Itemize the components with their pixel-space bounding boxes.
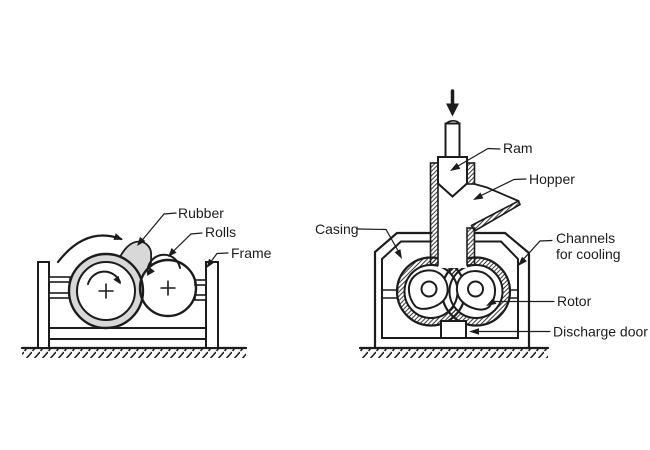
bearing-bar — [48, 292, 71, 299]
casing-outer-wall — [373, 231, 531, 350]
bearing-bar — [194, 294, 207, 301]
label-rubber: Rubber — [178, 205, 224, 221]
two-roll-mill: Rubber Rolls Frame — [20, 205, 272, 358]
arrowhead-ram — [450, 162, 461, 171]
chamber-inner-line-right — [448, 264, 504, 319]
label-channels-line2: for cooling — [556, 246, 621, 262]
leader-ram — [451, 147, 501, 171]
roll-left-core — [76, 261, 136, 321]
arrowhead-rubber — [137, 236, 146, 246]
rolls — [67, 252, 198, 330]
chute-wall-right-upper — [466, 162, 476, 185]
ram-rod — [444, 122, 461, 158]
arrowhead-frame — [206, 258, 215, 268]
arrowhead-rolls — [168, 248, 177, 257]
label-hopper: Hopper — [529, 171, 575, 187]
frame-left-post — [37, 261, 50, 349]
rotation-arrowhead-left-roll — [113, 275, 121, 285]
ram-head — [437, 156, 468, 198]
rotors — [407, 269, 497, 311]
internal-mixer: Ram Hopper Casing Channels for cooling R… — [315, 89, 648, 358]
label-casing: Casing — [315, 221, 359, 237]
mixer-callouts: Ram Hopper Casing Channels for cooling R… — [315, 140, 648, 340]
leader-hopper — [474, 178, 527, 200]
frame-base-bar — [48, 327, 207, 340]
rotor-right-shaft — [467, 280, 484, 298]
ram-rod-top — [444, 120, 461, 126]
mill-ground — [20, 346, 248, 358]
label-rotor: Rotor — [557, 293, 592, 309]
label-discharge-door: Discharge door — [553, 324, 648, 340]
press-arrow-head — [446, 103, 459, 117]
chute-wall-left — [429, 162, 439, 266]
mill-callouts: Rubber Rolls Frame — [137, 205, 272, 268]
rubber-bank-outline — [119, 240, 153, 267]
label-channels-line1: Channels — [556, 230, 615, 246]
roll-left-axis-cross — [98, 283, 114, 299]
arrowhead-casing — [394, 249, 402, 259]
arrowhead-rotor — [486, 298, 497, 306]
ground-hatching — [22, 349, 246, 358]
leader-rubber — [138, 212, 177, 245]
hopper-upper-edge — [473, 183, 520, 202]
ram-assembly — [437, 89, 468, 198]
rotation-arrowhead-external — [113, 233, 123, 240]
roll-right-axis-cross — [160, 280, 176, 296]
discharge-door — [440, 320, 467, 339]
leader-channels — [518, 239, 553, 265]
mixer-ground — [358, 346, 550, 358]
casing-ribs — [381, 289, 519, 299]
arrowhead-discharge-door — [469, 328, 479, 335]
rubber-material — [69, 240, 153, 328]
arrowhead-hopper — [473, 192, 484, 200]
ground-hatching — [360, 349, 548, 358]
leader-rolls — [169, 232, 203, 256]
label-frame: Frame — [231, 245, 272, 261]
roll-left-outer — [67, 252, 145, 330]
chute-wall-right-lower — [466, 227, 476, 266]
rotation-arrowhead-right-roll — [147, 267, 155, 276]
label-rolls: Rolls — [205, 224, 236, 240]
rotation-arc-left-roll — [87, 270, 121, 285]
rotation-arrows — [56, 233, 181, 285]
bearing-bar — [48, 276, 71, 283]
label-ram: Ram — [503, 140, 533, 156]
rotation-arc-right-roll — [146, 253, 181, 275]
frame-right-post — [205, 261, 219, 349]
leader-casing — [357, 228, 402, 256]
roll-right — [138, 258, 198, 318]
rotor-left-shaft — [420, 280, 438, 298]
arrowhead-channels — [518, 256, 527, 266]
rubber-bank-fill — [120, 241, 152, 292]
